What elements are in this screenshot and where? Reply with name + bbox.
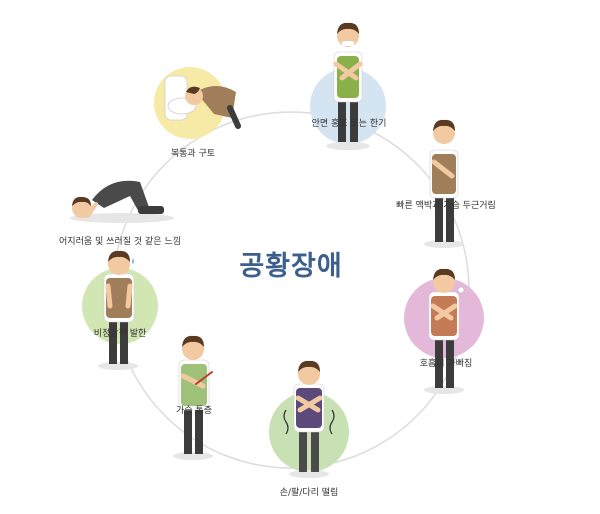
center-title: 공황장애 xyxy=(239,251,343,282)
symptom-figure-dizziness xyxy=(70,180,174,223)
symptom-figure-sweating xyxy=(82,250,158,370)
symptom-figure-vomiting xyxy=(154,67,241,139)
symptom-label-trembling: 손/팔/다리 떨림 xyxy=(279,488,339,498)
symptom-figure-breathing xyxy=(404,268,484,394)
symptom-figure-trembling xyxy=(269,360,349,478)
symptom-label-breathing: 호흡이 가빠짐 xyxy=(419,359,473,369)
symptom-label-vomiting: 복통과 구토 xyxy=(170,149,216,159)
symptom-figure-face-flush xyxy=(310,22,386,150)
symptom-label-face-flush: 안면 홍조 또는 한기 xyxy=(311,119,387,129)
symptom-bg-circle xyxy=(310,68,386,144)
symptom-figure-heart-pounding xyxy=(424,119,464,248)
symptom-label-sweating: 비정상적 발한 xyxy=(93,329,147,339)
symptom-label-heart-pounding: 빠른 맥박과 가슴 두근거림 xyxy=(396,201,496,211)
symptom-label-chest-pain: 가슴 통증 xyxy=(176,406,212,416)
symptom-figure-chest-pain xyxy=(173,335,213,460)
symptom-label-dizziness: 어지러움 및 쓰러질 것 같은 느낌 xyxy=(59,237,181,247)
